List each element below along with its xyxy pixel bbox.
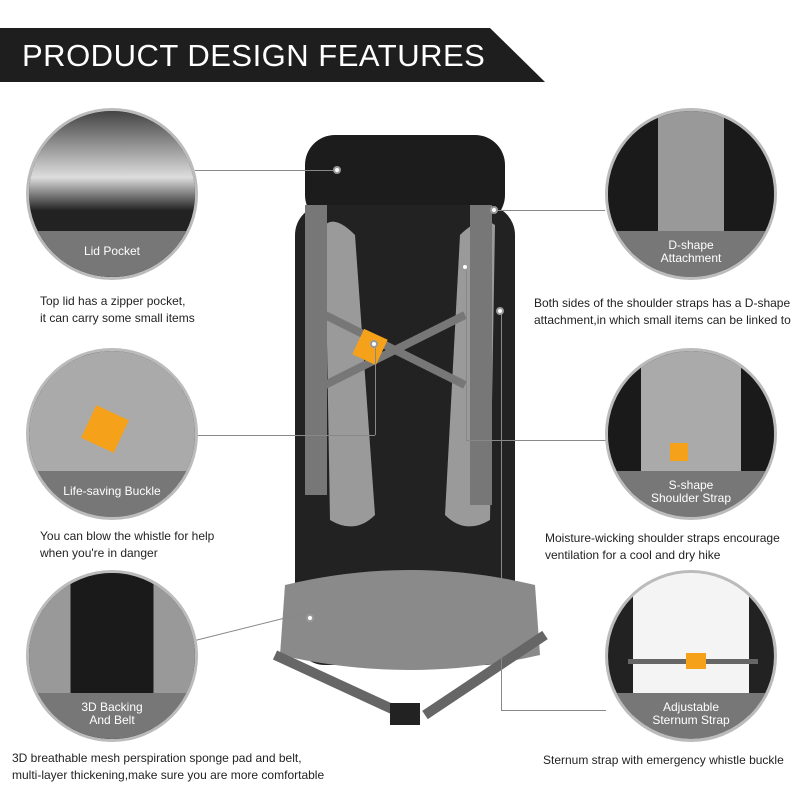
connector-line <box>195 435 375 436</box>
hotspot-dot <box>461 263 469 271</box>
connector-line <box>466 440 606 441</box>
feature-label: Lid Pocket <box>29 231 195 277</box>
title-banner: PRODUCT DESIGN FEATURES <box>0 28 545 82</box>
connector-line <box>495 210 605 211</box>
connector-line <box>466 268 467 440</box>
page-title: PRODUCT DESIGN FEATURES <box>22 38 486 73</box>
s-shape-description: Moisture-wicking shoulder straps encoura… <box>545 531 780 562</box>
lid-pocket-description: Top lid has a zipper pocket,it can carry… <box>40 294 195 325</box>
hotspot-dot <box>333 166 341 174</box>
connector-line <box>195 170 335 171</box>
hotspot-dot <box>490 206 498 214</box>
hotspot-dot <box>306 614 314 622</box>
sternum-strap-description: Sternum strap with emergency whistle buc… <box>543 753 784 767</box>
life-saving-buckle-circle: Life-saving Buckle <box>26 348 198 520</box>
backpack-illustration <box>265 125 555 725</box>
d-shape-description: Both sides of the shoulder straps has a … <box>534 296 791 327</box>
lid-pocket-circle: Lid Pocket <box>26 108 198 280</box>
hotspot-dot <box>496 307 504 315</box>
feature-label: Life-saving Buckle <box>29 471 195 517</box>
3d-backing-description: 3D breathable mesh perspiration sponge p… <box>12 751 325 782</box>
hotspot-dot <box>370 340 378 348</box>
connector-line <box>375 345 376 435</box>
connector-line <box>501 710 606 711</box>
connector-line <box>501 312 502 710</box>
